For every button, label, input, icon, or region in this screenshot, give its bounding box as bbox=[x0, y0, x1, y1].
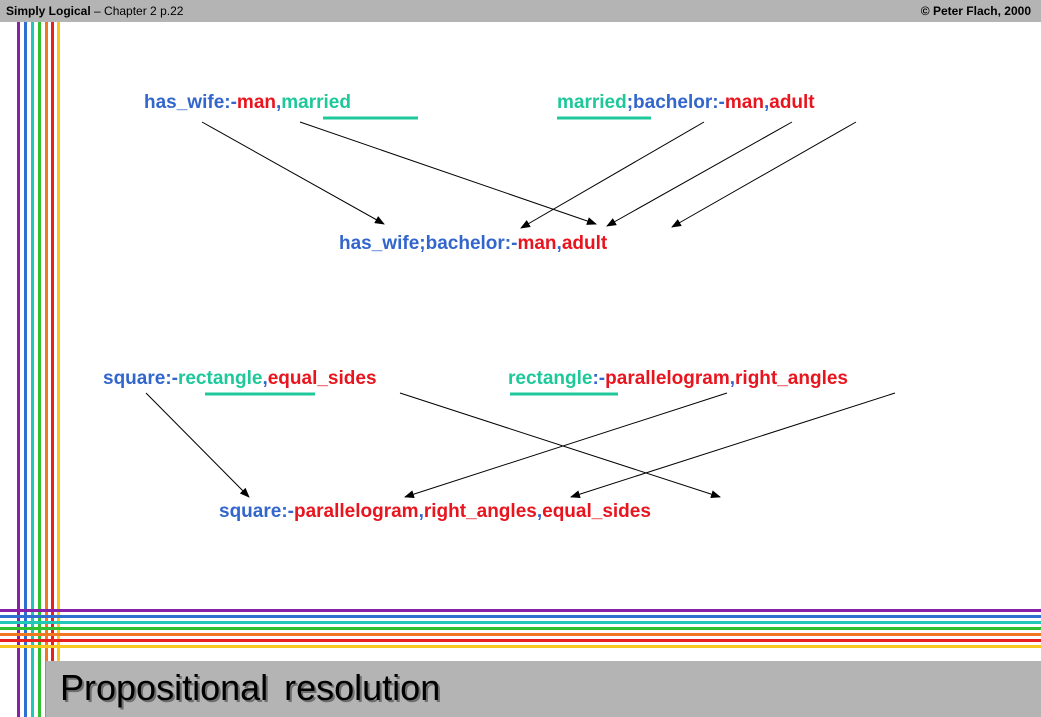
literal-body: man bbox=[724, 92, 764, 113]
literal-body: man bbox=[517, 233, 557, 254]
clause-has-wife: has_wife:-man,married bbox=[144, 92, 351, 114]
neck-symbol: :- bbox=[712, 92, 725, 113]
literal-resolved: married bbox=[557, 92, 627, 113]
neck-symbol: :- bbox=[281, 501, 294, 522]
header-source: Simply Logical – Chapter 2 p.22 bbox=[6, 4, 183, 18]
clause-square: square:-rectangle,equal_sides bbox=[103, 368, 377, 390]
arrow-adult bbox=[671, 121, 857, 228]
resolvent-2: square:-parallelogram,right_angles,equal… bbox=[219, 501, 651, 523]
literal-body: man bbox=[236, 92, 276, 113]
literal-body: right_angles bbox=[423, 501, 537, 522]
literal-body: right_angles bbox=[735, 368, 849, 389]
stripe-h-yellow bbox=[0, 645, 1041, 648]
arrow-square bbox=[145, 392, 250, 498]
literal-body: parallelogram bbox=[293, 501, 419, 522]
stripe-v-teal bbox=[31, 22, 34, 717]
separator: ; bbox=[626, 92, 634, 113]
literal-resolved: rectangle bbox=[177, 368, 263, 389]
clause-married-bachelor: married;bachelor:-man,adult bbox=[557, 92, 815, 114]
arrow-man-1 bbox=[299, 121, 597, 225]
literal-body: parallelogram bbox=[605, 368, 730, 389]
literal-body: adult bbox=[769, 92, 815, 113]
separator: , bbox=[262, 368, 268, 389]
stripe-v-yellow bbox=[57, 22, 60, 661]
arrow-has-wife bbox=[201, 121, 385, 225]
neck-symbol: :- bbox=[224, 92, 237, 113]
neck-symbol: :- bbox=[165, 368, 178, 389]
arrow-parallelogram bbox=[404, 392, 728, 499]
book-title: Simply Logical bbox=[6, 4, 91, 18]
stripe-h-green bbox=[0, 627, 1041, 630]
literal-head: square bbox=[219, 501, 282, 522]
arrow-right-angles bbox=[570, 392, 896, 499]
literal-head: bachelor bbox=[633, 92, 713, 113]
literal-body: equal_sides bbox=[267, 368, 377, 389]
literal-head: square bbox=[103, 368, 166, 389]
clause-rectangle: rectangle:-parallelogram,right_angles bbox=[508, 368, 848, 390]
footer-bar: Propositional resolution bbox=[46, 661, 1041, 717]
literal-head: has_wife bbox=[144, 92, 225, 113]
neck-symbol: :- bbox=[504, 233, 518, 254]
stripe-v-blue bbox=[24, 22, 27, 717]
stripe-h-orange bbox=[0, 633, 1041, 636]
slide-title: Propositional resolution bbox=[60, 667, 441, 708]
literal-resolved: married bbox=[281, 92, 351, 113]
separator: , bbox=[536, 501, 543, 522]
neck-symbol: :- bbox=[592, 368, 606, 389]
stripe-h-blue bbox=[0, 615, 1041, 618]
stripe-v-orange bbox=[45, 22, 48, 717]
header-bar: Simply Logical – Chapter 2 p.22 © Peter … bbox=[0, 0, 1041, 22]
literal-body: equal_sides bbox=[542, 501, 651, 522]
stripe-h-red bbox=[0, 639, 1041, 642]
literal-body: adult bbox=[561, 233, 608, 254]
arrow-equal-sides bbox=[399, 392, 721, 499]
separator: , bbox=[729, 368, 736, 389]
separator: , bbox=[276, 92, 282, 113]
literal-head: has_wife bbox=[339, 233, 420, 254]
stripe-v-purple bbox=[17, 22, 20, 717]
literal-head: bachelor bbox=[425, 233, 505, 254]
stripe-v-red bbox=[51, 22, 54, 717]
stripe-v-green bbox=[38, 22, 41, 717]
copyright: © Peter Flach, 2000 bbox=[920, 4, 1031, 18]
literal-resolved: rectangle bbox=[508, 368, 593, 389]
chapter-page: – Chapter 2 p.22 bbox=[90, 4, 184, 18]
separator: , bbox=[418, 501, 424, 522]
separator: , bbox=[556, 233, 562, 254]
separator: ; bbox=[419, 233, 426, 254]
resolvent-1: has_wife;bachelor:-man,adult bbox=[339, 233, 607, 255]
separator: , bbox=[763, 92, 770, 113]
stripe-h-teal bbox=[0, 621, 1041, 624]
arrow-man-2 bbox=[606, 121, 793, 227]
stripe-h-purple bbox=[0, 609, 1041, 612]
arrow-bachelor bbox=[520, 121, 705, 229]
